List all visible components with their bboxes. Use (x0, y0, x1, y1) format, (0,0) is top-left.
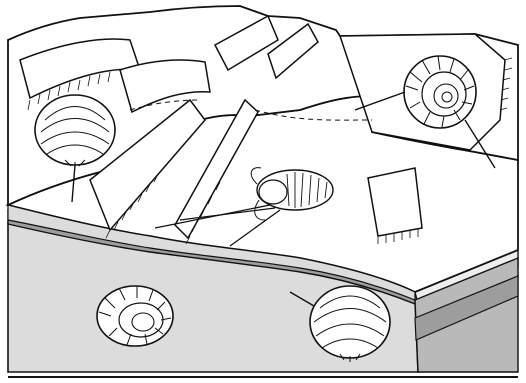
square-mesa (368, 168, 422, 236)
ammonite-shell-icon (97, 286, 173, 346)
ammonite-shell-icon (404, 56, 476, 128)
